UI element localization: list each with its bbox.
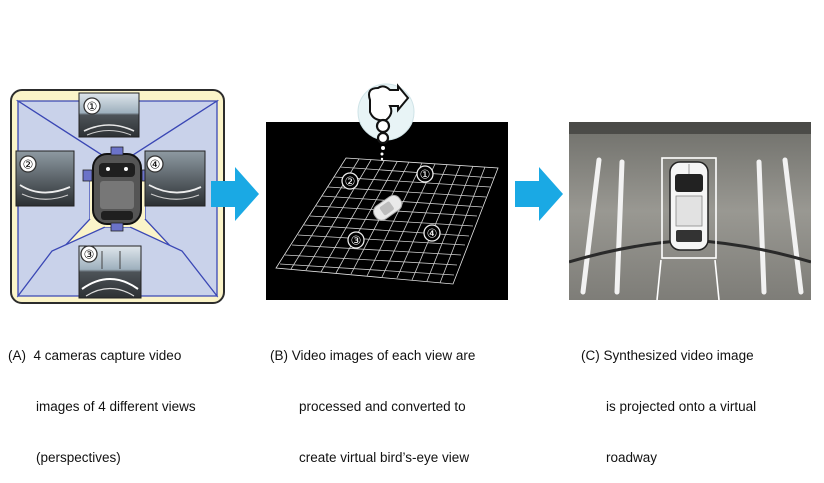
car-top-view — [92, 153, 142, 225]
camera-label-2: ② — [23, 158, 34, 172]
left-camera-view-thumbnail — [15, 150, 75, 207]
camera-number-badges: ① ② ③ ④ — [19, 97, 164, 263]
caption-a-line-1: (A) 4 cameras capture video — [8, 348, 182, 363]
view-label-4: ④ — [427, 227, 438, 241]
caption-a-line-2: images of 4 different views — [36, 399, 196, 414]
camera-icon — [357, 83, 415, 161]
caption-b-line-3: create virtual bird’s-eye view — [299, 450, 470, 465]
caption-a: (A) 4 cameras capture video images of 4 … — [8, 313, 196, 483]
virtual-ground-grid — [275, 157, 499, 285]
camera-label-3: ③ — [84, 248, 95, 262]
arrow-right-icon — [515, 167, 563, 221]
caption-a-line-3: (perspectives) — [36, 450, 121, 465]
front-camera-icon — [110, 146, 124, 156]
caption-b: (B) Video images of each view are proces… — [270, 313, 475, 483]
birds-eye-grid-diagram: ① ② ③ ④ — [275, 83, 499, 285]
caption-b-line-1: (B) Video images of each view are — [270, 348, 476, 363]
camera-layout-diagram: ① ② ③ ④ — [15, 92, 220, 299]
left-camera-icon — [82, 169, 93, 182]
caption-c-line-1: (C) Synthesized video image — [581, 348, 754, 363]
panel-c-synthesized-roadway — [569, 122, 811, 300]
caption-c-line-2: is projected onto a virtual — [606, 399, 757, 414]
synthesized-roadway-image — [569, 122, 811, 300]
rear-camera-icon — [110, 222, 124, 232]
view-label-2: ② — [345, 175, 356, 189]
arrow-right-icon — [211, 167, 259, 221]
caption-c: (C) Synthesized video image is projected… — [581, 313, 756, 483]
camera-label-4: ④ — [150, 158, 161, 172]
view-label-1: ① — [420, 168, 431, 182]
virtual-car-model — [373, 194, 403, 221]
panel-a-camera-layout: ① ② ③ ④ — [10, 89, 225, 304]
caption-b-line-2: processed and converted to — [299, 399, 466, 414]
camera-label-1: ① — [87, 100, 98, 114]
caption-c-line-3: roadway — [606, 450, 658, 465]
view-label-3: ③ — [351, 234, 362, 248]
synthesized-car-top-view — [661, 157, 717, 259]
